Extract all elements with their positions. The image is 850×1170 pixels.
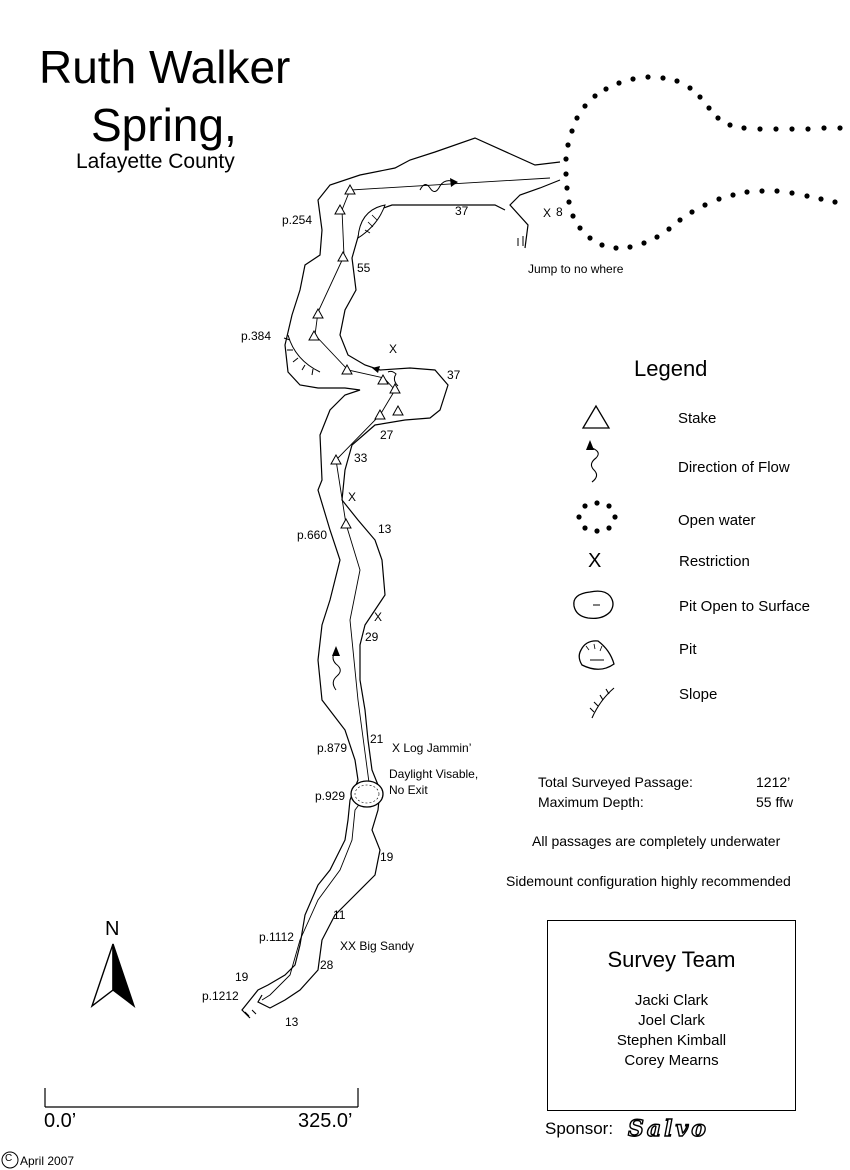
survey-team-title: Survey Team <box>607 947 736 972</box>
legend-title: Legend <box>634 356 708 381</box>
depth-label: 27 <box>380 428 394 442</box>
squiggle-arrow-icon <box>586 440 599 483</box>
north-arrow-icon <box>90 943 136 1008</box>
pit-shape-map <box>357 204 386 239</box>
north-label: N <box>105 918 120 940</box>
station-label-p879: p.879 <box>317 741 348 755</box>
scale-end-label: 325.0’ <box>298 1110 353 1132</box>
cave-wall-outer <box>241 137 561 1019</box>
flow-arrow-top <box>419 180 456 192</box>
restriction-mark: X <box>543 206 552 220</box>
station-label-p384: p.384 <box>241 329 272 343</box>
slope-marks-map <box>283 334 321 376</box>
restriction-mark: X <box>389 342 398 356</box>
station-label-p254: p.254 <box>282 213 313 227</box>
copyright-icon <box>1 1151 19 1169</box>
scale-bar <box>44 1088 359 1108</box>
depth-label: 37 <box>447 368 461 382</box>
daylight-label-line1: Daylight Visable, <box>389 767 479 781</box>
legend-label-pit: Pit <box>679 641 697 658</box>
depth-label: 8 <box>556 205 563 219</box>
passage-label: Total Surveyed Passage: <box>538 774 693 790</box>
station-label-p1112: p.1112 <box>259 930 294 944</box>
pit-icon <box>578 640 615 670</box>
copyright-date: April 2007 <box>20 1154 75 1168</box>
big-sandy-label: XX Big Sandy <box>340 939 415 953</box>
station-label-p660: p.660 <box>297 528 328 542</box>
legend-label-pit-open: Pit Open to Surface <box>679 598 810 615</box>
map-stakes <box>308 183 404 529</box>
scale-start-label: 0.0’ <box>44 1110 77 1132</box>
title-line2: Spring, <box>91 99 237 151</box>
survey-team-list: Jacki Clark Joel Clark Stephen Kimball C… <box>548 991 795 1071</box>
depth-label: 19 <box>380 850 394 864</box>
restriction-mark: X <box>348 490 357 504</box>
jump-label: Jump to no where <box>528 262 624 276</box>
survey-team-box: Survey Team Jacki Clark Joel Clark Steph… <box>547 920 796 1111</box>
daylight-label-line2: No Exit <box>389 783 428 797</box>
depth-stat-value: 55 ffw <box>756 794 794 810</box>
flow-arrow-mid <box>332 649 341 691</box>
slope-icon <box>589 687 615 719</box>
depth-label: 55 <box>357 261 371 275</box>
log-jammin-label: X Log Jammin’ <box>392 741 472 755</box>
county-label: Lafayette County <box>76 150 235 173</box>
triangle-stake-icon <box>581 404 611 429</box>
depth-label: 33 <box>354 451 368 465</box>
depth-stat-label: Maximum Depth: <box>538 794 644 810</box>
flow-arrow-junction <box>387 370 399 387</box>
note-underwater: All passages are completely underwater <box>532 833 781 849</box>
legend-label-open-water: Open water <box>678 512 756 529</box>
depth-label: 29 <box>365 630 379 644</box>
team-member: Jacki Clark <box>634 992 709 1009</box>
legend-label-slope: Slope <box>679 686 718 703</box>
passage-value: 1212’ <box>756 774 791 790</box>
x-mark-icon: X <box>588 550 602 572</box>
legend-label-restriction: Restriction <box>679 553 750 570</box>
depth-label: 19 <box>235 970 249 984</box>
depth-label: 37 <box>455 204 469 218</box>
team-member: Joel Clark <box>638 1012 705 1029</box>
cave-wall-inner <box>257 179 561 1009</box>
pit-open-icon <box>573 590 614 620</box>
depth-label: 13 <box>285 1015 299 1029</box>
station-label-p929: p.929 <box>315 789 346 803</box>
open-water-dots <box>563 74 843 251</box>
legend-label-flow: Direction of Flow <box>678 459 790 476</box>
depth-label: 21 <box>370 732 384 746</box>
team-member: Corey Mearns <box>624 1052 719 1069</box>
restriction-mark: X <box>374 610 383 624</box>
sponsor-label: Sponsor: <box>545 1119 614 1138</box>
depth-label: 13 <box>378 522 392 536</box>
sponsor-logo: Salvo <box>627 1115 709 1142</box>
station-label-p1212: p.1212 <box>202 989 239 1003</box>
note-sidemount: Sidemount configuration highly recommend… <box>506 873 791 889</box>
copyright-symbol: C <box>5 1153 13 1164</box>
depth-label: 28 <box>320 958 334 972</box>
dotted-circle-icon <box>576 500 618 534</box>
depth-label: 11 <box>333 908 346 922</box>
legend-label-stake: Stake <box>678 410 717 427</box>
title-line1: Ruth Walker <box>39 41 291 93</box>
team-member: Stephen Kimball <box>616 1032 727 1049</box>
